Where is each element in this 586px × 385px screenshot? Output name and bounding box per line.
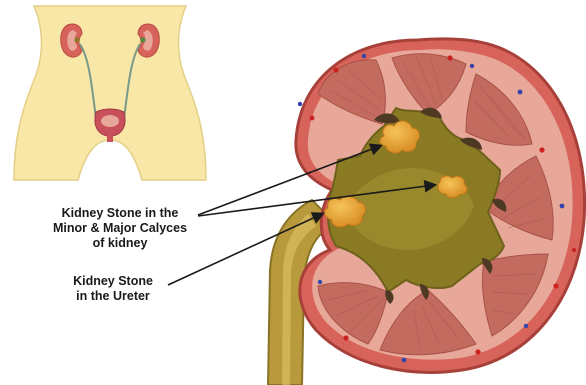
label-calyces-line-2: Minor & Major Calyces — [20, 221, 220, 236]
right-kidney-small — [138, 24, 159, 57]
body-torso-illustration — [14, 6, 206, 180]
label-calyces-line-1: Kidney Stone in the — [20, 206, 220, 221]
label-ureter-line-2: in the Ureter — [38, 289, 188, 304]
left-kidney-small — [61, 24, 82, 57]
label-ureter-line-1: Kidney Stone — [38, 274, 188, 289]
label-calyces-line-3: of kidney — [20, 236, 220, 251]
torso-silhouette — [14, 6, 206, 180]
kidney-cross-section — [296, 39, 585, 373]
label-kidney-stone-calyces: Kidney Stone in the Minor & Major Calyce… — [20, 206, 220, 251]
label-kidney-stone-ureter: Kidney Stone in the Ureter — [38, 274, 188, 304]
